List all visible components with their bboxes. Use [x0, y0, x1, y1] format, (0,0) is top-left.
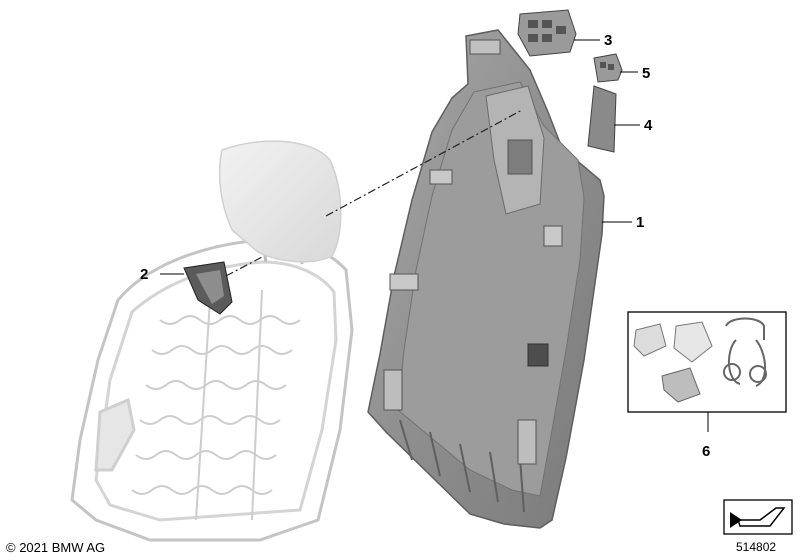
cover-plate: [587, 85, 617, 153]
leader-lines: [160, 39, 640, 275]
nav-arrow-icon[interactable]: [723, 499, 793, 535]
headrest: [218, 140, 342, 263]
callout-6: 6: [702, 443, 710, 460]
assembly-line-2: [225, 255, 265, 277]
assembly-line: [325, 109, 523, 217]
headrest-guide: [183, 261, 233, 315]
diagram-id: 514802: [736, 540, 777, 554]
callout-4: 4: [644, 117, 653, 134]
callout-3: 3: [604, 32, 612, 49]
callout-2: 2: [140, 266, 148, 283]
callout-5: 5: [642, 65, 650, 82]
backrest-panel: [367, 29, 605, 529]
callout-1: 1: [636, 214, 644, 231]
clip-kit-parts: [633, 317, 767, 403]
connector-block: [517, 9, 577, 57]
small-clip: [593, 53, 623, 83]
copyright-text: © 2021 BMW AG: [6, 540, 106, 555]
